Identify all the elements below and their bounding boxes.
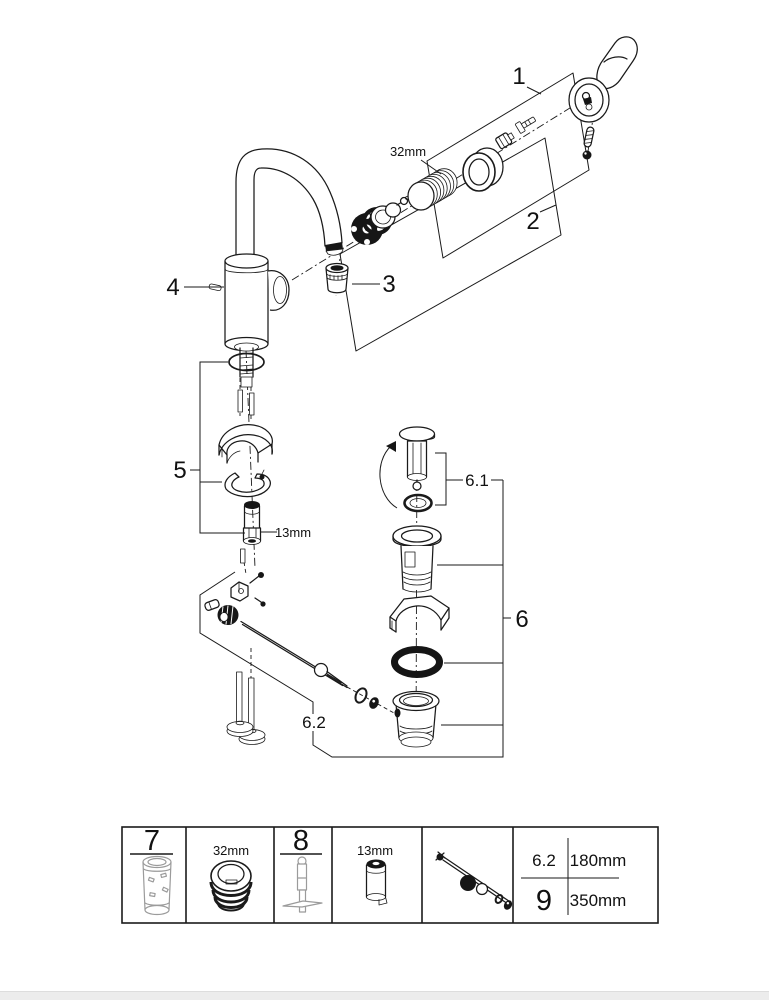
bracket-5 xyxy=(199,361,245,534)
handle-adapter xyxy=(495,132,515,150)
callout-6-2-label: 6.2 xyxy=(302,713,326,732)
callout-6-2: 6.2 xyxy=(302,713,326,732)
tool-sleeve-label: 7 xyxy=(144,825,160,857)
callout-6-1-label: 6.1 xyxy=(465,471,489,490)
bracket-6-1 xyxy=(435,452,503,506)
horseshoe-washer xyxy=(224,469,271,498)
callout-2: 2 xyxy=(526,204,557,235)
callout-1-label: 1 xyxy=(512,63,525,90)
callout-6-1: 6.1 xyxy=(465,471,489,490)
shank-o-ring xyxy=(228,352,265,372)
rod-variant-1-id: 9 xyxy=(536,885,552,917)
dim-32mm-label: 32mm xyxy=(390,144,426,159)
drain-flange xyxy=(392,525,442,593)
leader-line-1 xyxy=(526,86,542,95)
callout-4: 4 xyxy=(166,274,224,301)
rotation-arrow xyxy=(379,441,398,509)
callout-5: 5 xyxy=(173,457,200,484)
handle xyxy=(568,36,638,123)
mounting-stud xyxy=(240,548,246,564)
aerator xyxy=(325,262,349,294)
t-wrench-label: 8 xyxy=(293,825,309,857)
socket-tool-drawing xyxy=(365,859,388,906)
rod-o-ring xyxy=(354,687,368,704)
drain-body xyxy=(392,690,440,748)
retaining-nut xyxy=(407,168,458,211)
t-wrench-drawing xyxy=(282,856,323,913)
callout-2-label: 2 xyxy=(526,208,539,235)
ring-tool-cell: 32mm xyxy=(209,843,253,912)
dim-32mm: 32mm xyxy=(390,144,442,175)
t-wrench-cell: 8 xyxy=(280,825,323,913)
stopper-o-ring xyxy=(403,493,433,513)
rod-variant-0-length: 180mm xyxy=(570,851,627,870)
callout-6: 6 xyxy=(515,606,528,633)
threaded-shank xyxy=(234,342,259,388)
clamp-screw-2 xyxy=(254,597,266,607)
socket-size-label: 13mm xyxy=(357,843,393,858)
rod-washer xyxy=(369,697,379,709)
threaded-stud xyxy=(237,389,243,413)
rod-to-drain-axis-line xyxy=(346,686,395,714)
socket-tool-cell: 13mm xyxy=(357,843,393,906)
dim-13mm-label: 13mm xyxy=(275,525,311,540)
callout-1: 1 xyxy=(512,63,542,95)
knurled-nut xyxy=(217,605,239,625)
pivot-pin-1 xyxy=(226,671,254,737)
clamp-block xyxy=(230,581,249,602)
mounting-sleeve xyxy=(242,501,262,545)
drain-stopper xyxy=(398,426,436,491)
handle-screw xyxy=(514,116,536,134)
swivel-nut xyxy=(204,599,220,611)
handle-spring xyxy=(583,126,595,148)
handle-plug xyxy=(582,150,592,160)
sleeve-tool-drawing xyxy=(142,855,172,916)
tool-sleeve-cell: 7 xyxy=(130,825,173,916)
pop-up-rod xyxy=(240,620,348,689)
page-bottom-strip xyxy=(0,991,769,1000)
parts-table: 7 32mm xyxy=(121,825,659,924)
rod-assembly-drawing xyxy=(435,851,513,910)
callout-4-label: 4 xyxy=(166,274,179,301)
bracket-6 xyxy=(312,480,511,758)
ring-tool-size-label: 32mm xyxy=(213,843,249,858)
clamp-screw xyxy=(249,572,264,584)
group-2-outline xyxy=(339,137,562,352)
rod-variant-1-length: 350mm xyxy=(570,891,627,910)
leader-line-2 xyxy=(539,204,557,213)
callout-6-label: 6 xyxy=(515,606,528,633)
callout-3-label: 3 xyxy=(382,271,395,298)
dim-13mm: 13mm xyxy=(261,525,311,540)
drain-gasket xyxy=(389,595,450,633)
leader-line-32mm xyxy=(420,159,442,175)
rod-variant-0-id: 6.2 xyxy=(532,851,556,870)
stud-axis-line3 xyxy=(243,561,247,575)
bracket-6-2 xyxy=(199,571,314,714)
ring-tool-drawing xyxy=(209,860,253,912)
rod-length-table: 6.2 180mm 9 350mm xyxy=(521,838,626,917)
wedge-washer xyxy=(218,424,273,464)
threaded-stud-2 xyxy=(249,392,255,416)
group-1-outline xyxy=(426,72,590,259)
cartridge xyxy=(351,196,409,245)
callout-3: 3 xyxy=(352,271,396,298)
rod-assembly-cell xyxy=(435,851,513,910)
escutcheon-ring xyxy=(462,147,504,192)
faucet-body xyxy=(208,148,344,352)
callout-5-label: 5 xyxy=(173,457,186,484)
drain-o-ring xyxy=(391,646,443,678)
